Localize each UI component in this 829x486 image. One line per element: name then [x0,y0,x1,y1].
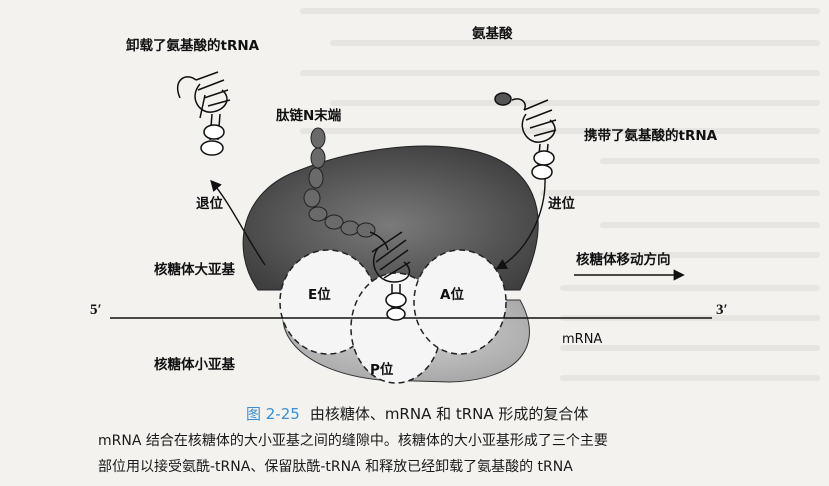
label-move-direction: 核糖体移动方向 [576,252,671,268]
exit-arrow [210,179,266,266]
p-site-trna [369,231,411,321]
label-unloaded-trna: 卸载了氨基酸的tRNA [126,38,260,54]
label-large-subunit: 核糖体大亚基 [154,262,235,278]
label-amino-acid: 氨基酸 [472,26,513,42]
figure-number: 图 2-25 [246,405,300,423]
peptide-chain [303,127,376,238]
label-five-prime: 5′ [90,302,102,318]
description-line-2: 部位用以接受氨酰-tRNA、保留肽酰-tRNA 和释放已经卸载了氨基酸的 tRN… [98,459,573,475]
description-line-1: mRNA 结合在核糖体的大小亚基之间的缝隙中。核糖体的大小亚基形成了三个主要 [98,433,608,449]
label-n-terminus: 肽链N末端 [276,108,342,124]
amino-acid-bead [494,92,512,106]
a-site-outline [413,249,507,355]
figure-title: 由核糖体、mRNA 和 tRNA 形成的复合体 [309,405,589,423]
label-a-site: A位 [440,287,464,303]
label-entry: 进位 [548,196,575,212]
entry-arrow [495,177,546,270]
label-e-site: E位 [308,287,331,303]
ribosome-diagram [110,71,712,384]
unloaded-trna [176,71,231,156]
label-three-prime: 3′ [716,302,728,318]
label-p-site: P位 [370,362,394,378]
label-charged-trna: 携带了氨基酸的tRNA [584,128,718,144]
figure-caption: 图 2-25 由核糖体、mRNA 和 tRNA 形成的复合体 [246,403,588,424]
label-small-subunit: 核糖体小亚基 [154,357,235,373]
label-mrna: mRNA [562,332,603,347]
label-exit: 退位 [196,196,223,212]
charged-trna [494,92,557,180]
